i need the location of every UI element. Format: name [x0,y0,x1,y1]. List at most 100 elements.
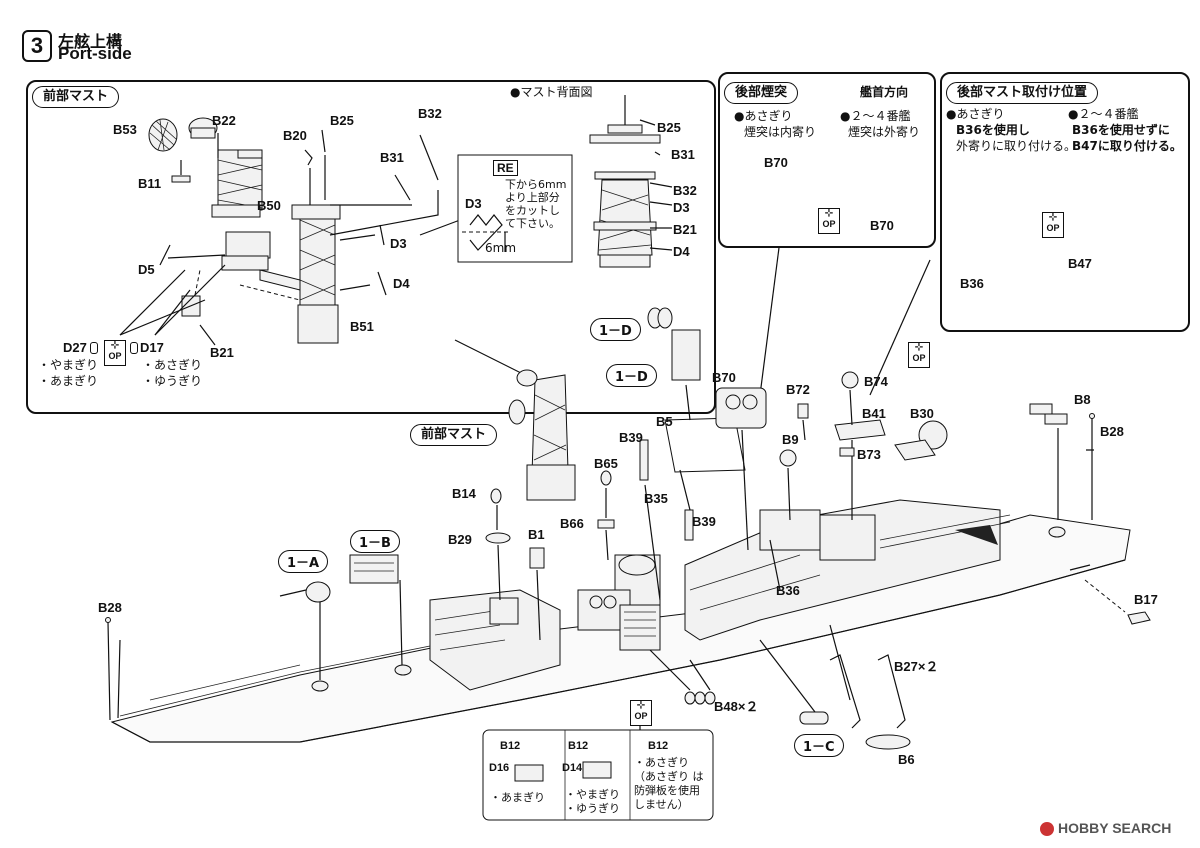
op-badge-bottom: ⊹OP [630,700,652,726]
label-b14: B14 [452,486,476,501]
rear-mast-right-note-2: B36を使用せずに [1072,123,1170,137]
label-d5: D5 [138,262,155,277]
rear-view-b21: B21 [673,222,697,237]
d17-shape-icon [130,342,138,354]
rear-funnel-arrow-label: 艦首方向 [860,85,909,99]
op-badge-d27: ⊹OP [104,340,126,366]
op-badge-rear-mast: ⊹OP [1042,212,1064,238]
cut-note-box [457,154,573,263]
watermark-text: HOBBY SEARCH [1058,820,1172,836]
front-mast-label: 前部マスト [410,424,498,446]
op-badge-main: ⊹OP [908,342,930,368]
bottom-col2-ship-2: ・ゆうぎり [565,802,620,815]
front-mast-small-parts [119,129,461,346]
rear-mast-part-right: B47 [1068,256,1092,271]
bottom-col2-ship-1: ・やまぎり [565,788,620,801]
label-b28-stern: B28 [1100,424,1124,439]
label-b17: B17 [1134,592,1158,607]
label-b22: B22 [212,113,236,128]
step-title-en: Port-side [58,44,132,63]
label-b28-bow: B28 [98,600,122,615]
label-b39-top: B39 [619,430,643,445]
cut-note-part: D3 [465,196,482,211]
rear-funnel-left-note-2: 煙突は内寄り [744,125,817,139]
rear-view-d4: D4 [673,244,690,259]
b22-radome [188,117,218,139]
rear-mast-part-left: B36 [960,276,984,291]
d27-ship-2: ・あまぎり [38,374,99,388]
subassembly-1b: 1－B [350,530,400,553]
rear-funnel-heading: 後部煙突 [724,82,799,104]
cut-note-line-4: て下さい。 [505,217,560,230]
rear-mast-panel [940,72,1190,332]
d27-shape-icon [90,342,98,354]
watermark-logo-icon [1040,822,1054,837]
label-b51: B51 [350,319,374,334]
label-d17: D17 [140,340,164,355]
rear-funnel-right-note-1: ●２～４番艦 [840,109,911,123]
d17-ship-1: ・あさぎり [142,358,203,372]
rear-view-b31: B31 [671,147,695,162]
b53-grid-antenna [148,118,178,152]
label-b9: B9 [782,432,799,447]
rear-view-d3: D3 [673,200,690,215]
label-b21: B21 [210,345,234,360]
label-b27: B27×２ [894,659,939,674]
bottom-col3-ship-3: 防弾板を使用 [634,784,700,797]
label-b20: B20 [283,128,307,143]
label-b30: B30 [910,406,934,421]
cut-note-badge: RE [493,160,518,176]
rear-mast-right-note-3: B47に取り付ける。 [1072,139,1182,153]
label-b66: B66 [560,516,584,531]
bottom-col3-ship-1: ・あさぎり [634,756,689,769]
cut-note-sketch [462,214,510,252]
label-b1: B1 [528,527,545,542]
step-number: 3 [30,33,44,58]
rear-mast-right-note-1: ●２～４番艦 [1068,107,1139,121]
ship-hull [110,369,1131,743]
label-b70: B70 [712,370,736,385]
label-d4: D4 [393,276,410,291]
rear-mast-left-note-2: B36を使用し [956,123,1030,137]
bottom-col3-ship-4: しません） [634,798,689,811]
cut-note-measure: 6mm [485,241,517,255]
label-b31: B31 [380,150,404,165]
label-b39-bottom: B39 [692,514,716,529]
bottom-col1-top: B12 [500,740,521,752]
label-b6: B6 [898,752,915,767]
label-b11: B11 [138,176,162,191]
subassembly-1d-2: 1－D [606,364,657,387]
rear-funnel-part-right: B70 [870,218,894,233]
step-title-jp: 左舷上構 [58,32,123,51]
bottom-col1-part: D16 [489,762,510,774]
label-b48: B48×２ [714,699,759,714]
watermark: HOBBY SEARCH [1040,820,1172,837]
label-b35: B35 [644,491,668,506]
subassembly-1a: 1－A [278,550,329,573]
label-b29: B29 [448,532,472,547]
rear-view-mast [589,95,673,268]
bottom-col3-top: B12 [648,740,669,752]
bottom-col1-ship-1: ・あまぎり [490,791,545,804]
rear-funnel-left-note-1: ●あさぎり [734,109,793,123]
label-b25: B25 [330,113,354,128]
label-b32: B32 [418,106,442,121]
op-badge-funnel: ⊹OP [818,208,840,234]
bottom-col2-part: D14 [562,762,583,774]
front-mast-lattice [211,149,341,344]
bottom-col3-ship-2: （あさぎり は [634,770,704,783]
label-b36: B36 [776,583,800,598]
cut-note-line-1: 下から6mm [505,178,567,191]
rear-mast-left-note-3: 外寄りに取り付ける。 [956,139,1077,153]
bottom-col2-top: B12 [568,740,589,752]
rear-funnel-part-left: B70 [764,155,788,170]
label-b50: B50 [257,198,281,213]
label-b65: B65 [594,456,618,471]
d27-ship-1: ・やまぎり [38,358,99,372]
subassembly-1d: 1－D [590,318,641,341]
front-mast-heading: 前部マスト [32,86,120,108]
label-b53: B53 [113,122,137,137]
cut-note-line-2: より上部分 [505,191,560,204]
label-b41: B41 [862,406,886,421]
d17-ship-2: ・ゆうぎり [142,374,203,388]
